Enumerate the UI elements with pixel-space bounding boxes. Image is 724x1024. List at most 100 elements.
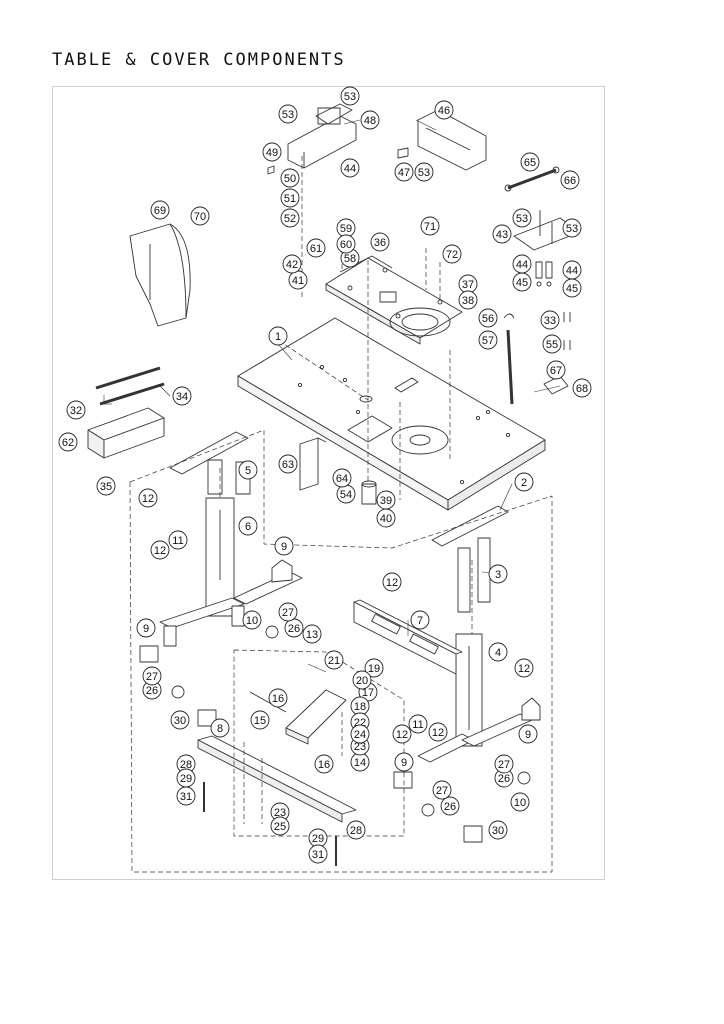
callout-12: 12: [382, 572, 402, 592]
callout-number: 31: [312, 849, 324, 861]
callout-number: 4: [495, 647, 501, 659]
callout-29: 29: [176, 768, 196, 788]
callout-number: 53: [516, 213, 528, 225]
callout-number: 67: [550, 365, 562, 377]
callout-number: 28: [180, 759, 192, 771]
callout-number: 44: [566, 265, 578, 277]
callout-13: 13: [302, 624, 322, 644]
callout-number: 43: [496, 229, 508, 241]
callout-19: 19: [364, 658, 384, 678]
table-top-part: [237, 317, 546, 511]
callout-69: 69: [150, 200, 170, 220]
callout-number: 27: [146, 671, 158, 683]
callout-53: 53: [562, 218, 582, 238]
callout-16: 16: [268, 688, 288, 708]
pulley-part: [361, 480, 377, 505]
callout-9: 9: [136, 618, 156, 638]
callout-71: 71: [420, 216, 440, 236]
callout-number: 32: [70, 405, 82, 417]
callout-number: 54: [340, 489, 352, 501]
callout-number: 53: [344, 91, 356, 103]
callout-number: 14: [354, 757, 366, 769]
callout-67: 67: [546, 360, 566, 380]
callout-44: 44: [340, 158, 360, 178]
drawer-part: [87, 366, 165, 459]
callout-3: 3: [488, 564, 508, 584]
callout-34: 34: [172, 386, 192, 406]
callout-61: 61: [306, 238, 326, 258]
callout-41: 41: [288, 270, 308, 290]
callout-42: 42: [282, 254, 302, 274]
callout-number: 27: [282, 607, 294, 619]
callout-57: 57: [478, 330, 498, 350]
callout-5: 5: [238, 460, 258, 480]
callout-number: 6: [245, 521, 251, 533]
callout-12: 12: [428, 722, 448, 742]
callout-21: 21: [324, 650, 344, 670]
callout-46: 46: [434, 100, 454, 120]
callout-number: 12: [154, 545, 166, 557]
callout-number: 1: [275, 331, 281, 343]
callout-number: 53: [282, 109, 294, 121]
page-title: TABLE & COVER COMPONENTS: [52, 50, 346, 70]
callout-number: 12: [518, 663, 530, 675]
callout-10: 10: [242, 610, 262, 630]
callout-60: 60: [336, 234, 356, 254]
callout-20: 20: [352, 670, 372, 690]
callout-52: 52: [280, 208, 300, 228]
callout-63: 63: [278, 454, 298, 474]
callout-44: 44: [562, 260, 582, 280]
callout-2: 2: [514, 472, 534, 492]
callout-number: 24: [354, 729, 366, 741]
callout-number: 7: [417, 615, 423, 627]
callout-number: 16: [272, 693, 284, 705]
callout-number: 39: [380, 495, 392, 507]
left-leg-part: [159, 431, 303, 647]
callout-4: 4: [488, 642, 508, 662]
callout-number: 27: [436, 785, 448, 797]
callout-26: 26: [142, 680, 162, 700]
callout-number: 21: [328, 655, 340, 667]
callout-number: 49: [266, 147, 278, 159]
callout-24: 24: [350, 724, 370, 744]
callout-number: 46: [438, 105, 450, 117]
callout-58: 58: [340, 248, 360, 268]
callout-number: 12: [142, 493, 154, 505]
callout-44: 44: [512, 254, 532, 274]
callout-53: 53: [340, 86, 360, 106]
callout-54: 54: [336, 484, 356, 504]
bracket-part: [267, 103, 357, 175]
callout-65: 65: [520, 152, 540, 172]
callout-18: 18: [350, 696, 370, 716]
callout-26: 26: [440, 796, 460, 816]
callout-number: 19: [368, 663, 380, 675]
callout-12: 12: [150, 540, 170, 560]
callout-number: 38: [462, 295, 474, 307]
callout-62: 62: [58, 432, 78, 452]
callout-number: 41: [292, 275, 304, 287]
callout-35: 35: [96, 476, 116, 496]
callout-64: 64: [332, 468, 352, 488]
callout-45: 45: [512, 272, 532, 292]
callout-number: 59: [340, 223, 352, 235]
callout-12: 12: [514, 658, 534, 678]
callout-26: 26: [284, 618, 304, 638]
callout-53: 53: [414, 162, 434, 182]
callout-7: 7: [410, 610, 430, 630]
callout-number: 45: [566, 283, 578, 295]
callout-number: 56: [482, 313, 494, 325]
callout-6: 6: [238, 516, 258, 536]
callout-number: 28: [350, 825, 362, 837]
callout-10: 10: [510, 792, 530, 812]
callout-number: 53: [418, 167, 430, 179]
callout-number: 63: [282, 459, 294, 471]
callout-50: 50: [280, 168, 300, 188]
callout-number: 34: [176, 391, 188, 403]
callout-number: 69: [154, 205, 166, 217]
callout-49: 49: [262, 142, 282, 162]
pedal-part: [249, 689, 347, 745]
callout-number: 16: [318, 759, 330, 771]
callout-9: 9: [394, 752, 414, 772]
callout-23: 23: [270, 802, 290, 822]
